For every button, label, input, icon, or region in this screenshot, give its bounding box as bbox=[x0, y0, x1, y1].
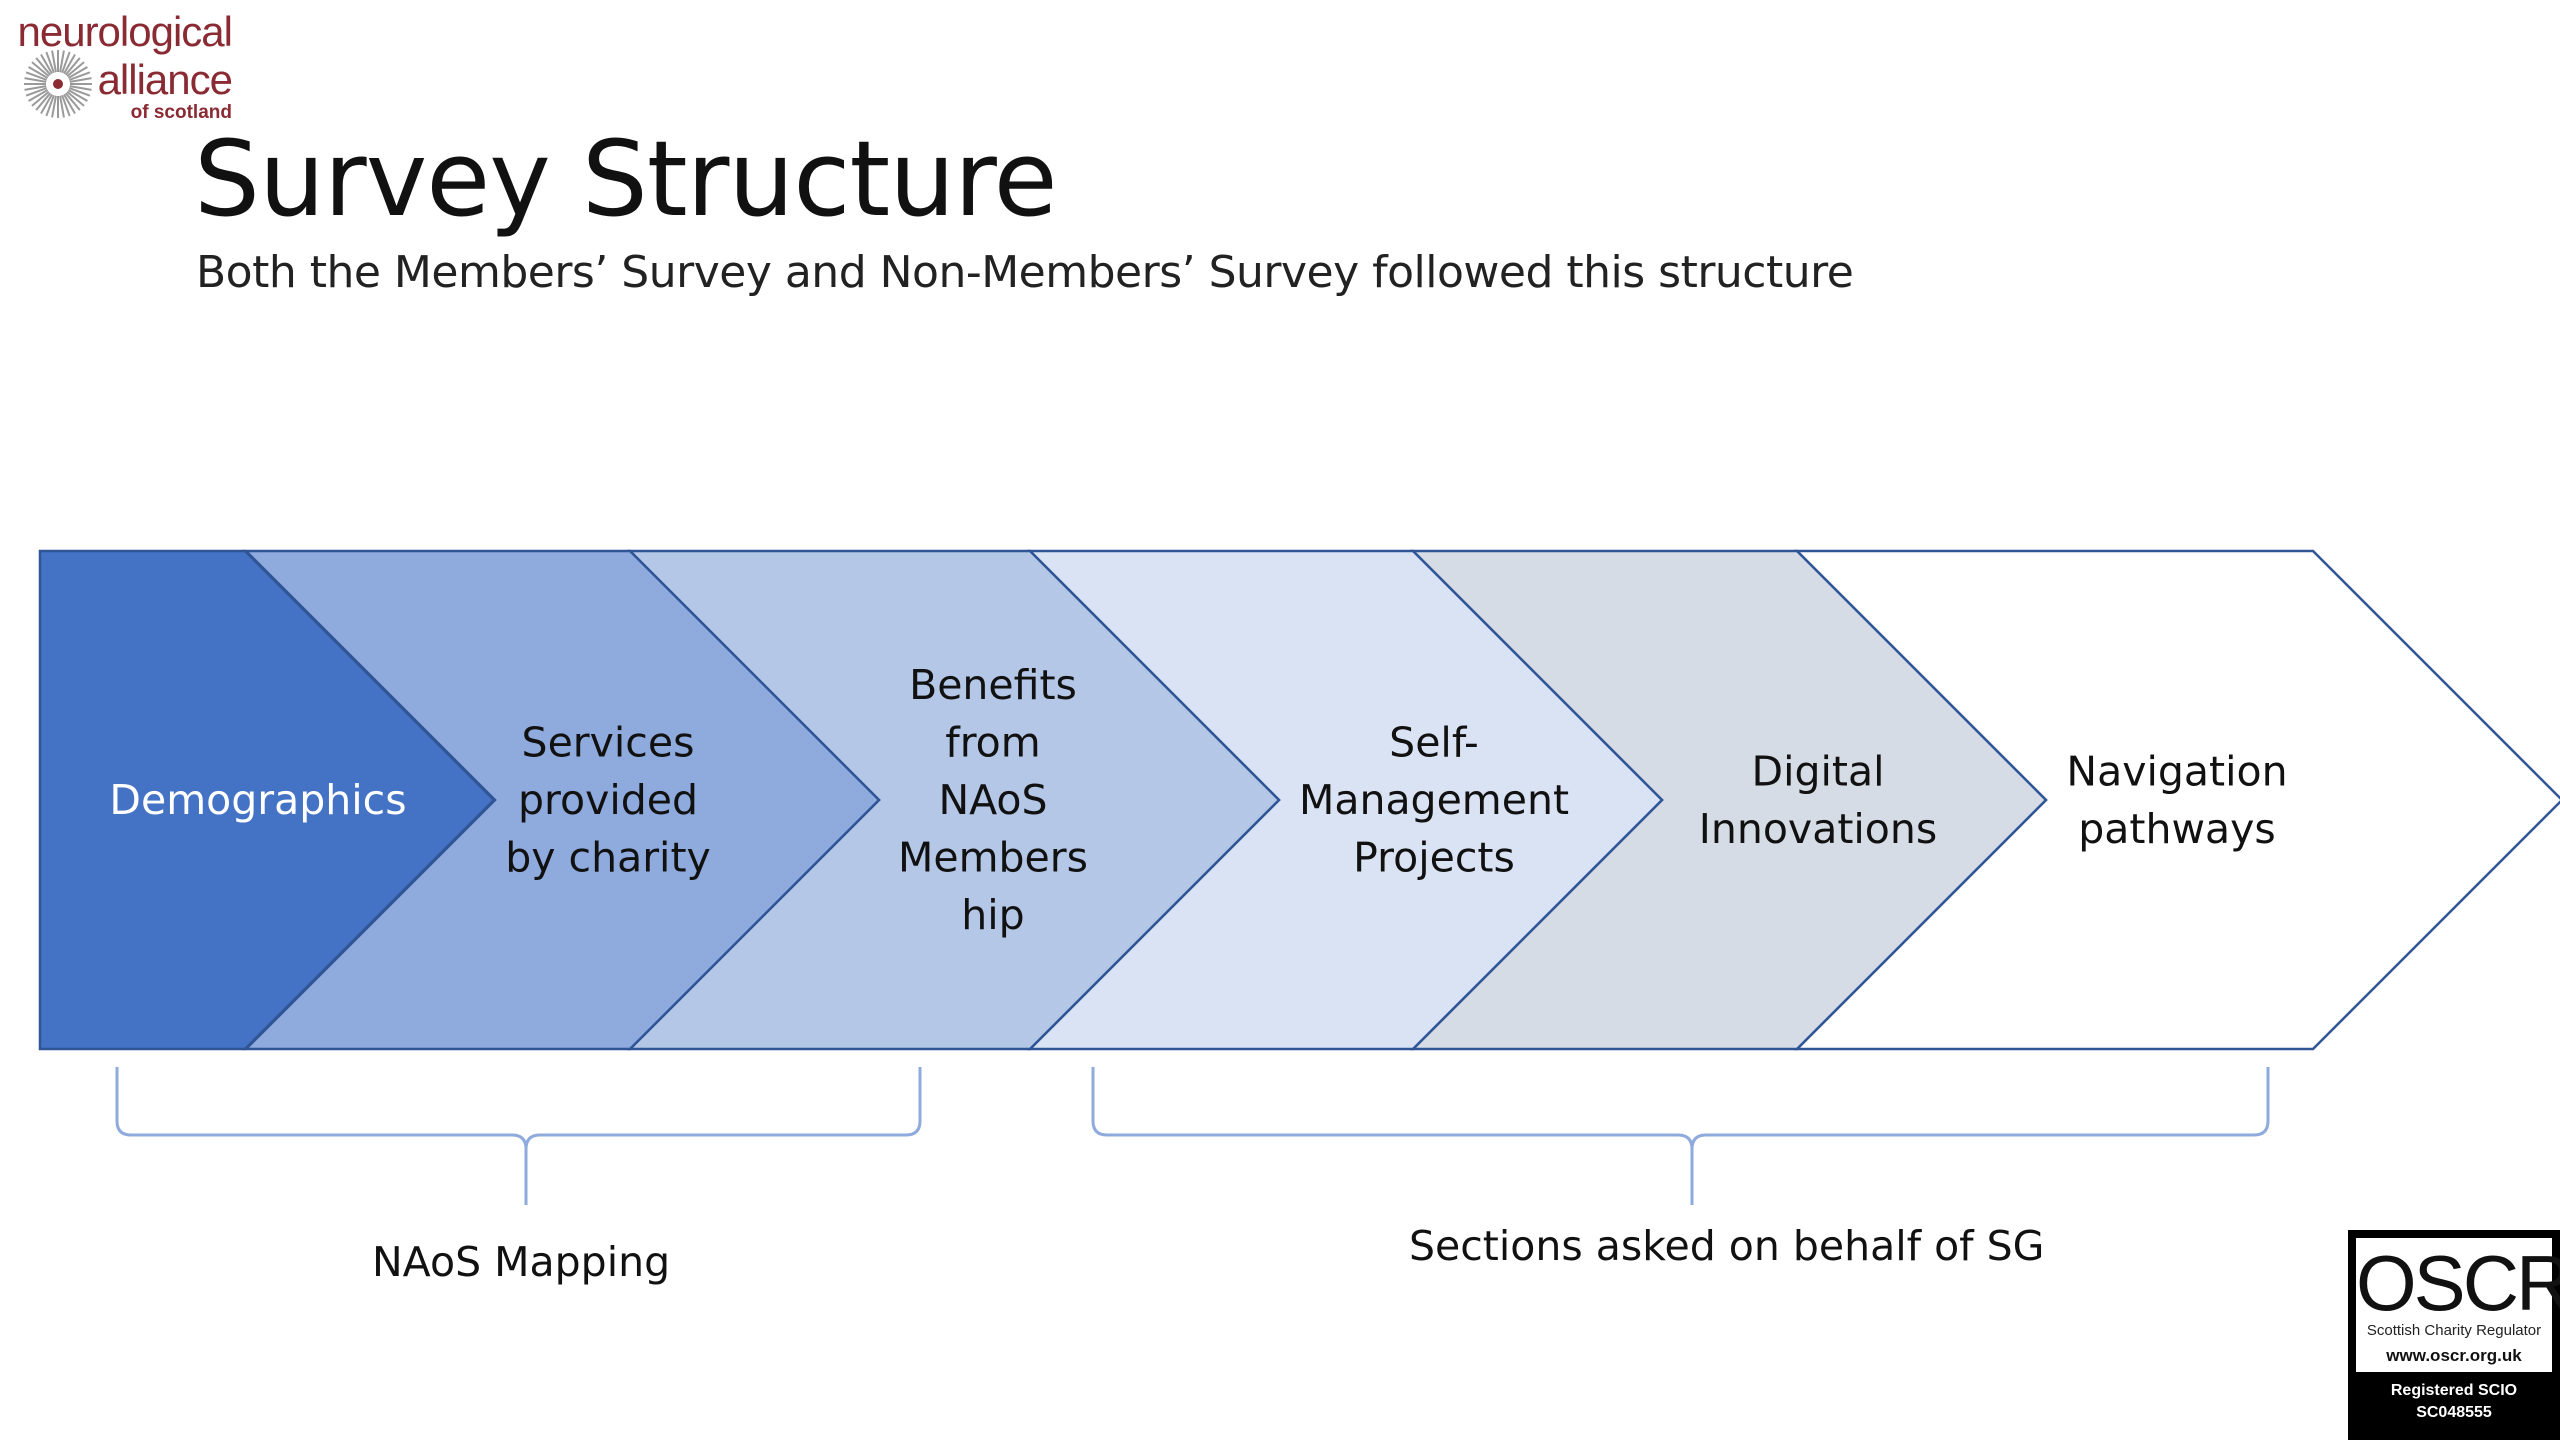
oscr-name: OSCR bbox=[2356, 1239, 2560, 1327]
chevron-label-2: Services provided by charity bbox=[505, 719, 711, 882]
chevron-label-line: Management bbox=[1299, 776, 1569, 824]
chevron-label-line: hip bbox=[961, 891, 1024, 939]
chevron-stage-1 bbox=[38, 549, 496, 1051]
bracket-label-naos-mapping: NAoS Mapping bbox=[372, 1238, 671, 1286]
page-title: Survey Structure bbox=[194, 118, 1058, 240]
chevron-label-line: Digital bbox=[1752, 747, 1885, 795]
bracket-sg-sections bbox=[1091, 1067, 2270, 1205]
chevron-label-line: Projects bbox=[1353, 834, 1515, 882]
logo: neurological alliance of scotland bbox=[18, 8, 234, 128]
bracket-label-sg-sections: Sections asked on behalf of SG bbox=[1409, 1222, 2045, 1270]
bracket-naos-mapping bbox=[115, 1067, 922, 1205]
chevron-label-6: Navigation pathways bbox=[2066, 747, 2287, 853]
chevron-label-line: provided bbox=[518, 776, 698, 824]
logo-sunburst-icon bbox=[24, 50, 92, 118]
oscr-badge: OSCR Scottish Charity Regulator www.oscr… bbox=[2348, 1230, 2560, 1440]
chevron-label-line: Services bbox=[522, 719, 695, 767]
chevron-label-1: Demographics bbox=[109, 776, 406, 824]
chevron-label-line: from bbox=[945, 719, 1040, 767]
oscr-number: SC048555 bbox=[2416, 1404, 2492, 1421]
logo-text-of-scotland: of scotland bbox=[130, 102, 232, 123]
chevron-label-line: pathways bbox=[2078, 805, 2276, 853]
chevron-label-line: NAoS bbox=[938, 776, 1047, 824]
page-subtitle: Both the Members’ Survey and Non-Members… bbox=[196, 247, 1854, 298]
oscr-badge-panel: OSCR Scottish Charity Regulator www.oscr… bbox=[2356, 1238, 2560, 1372]
logo-text-neurological: neurological bbox=[17, 8, 233, 55]
oscr-tagline: Scottish Charity Regulator bbox=[2366, 1322, 2542, 1339]
chevron-label-line: Navigation bbox=[2066, 747, 2287, 795]
oscr-registered: Registered SCIO bbox=[2390, 1382, 2518, 1399]
logo-text-alliance: alliance bbox=[97, 56, 233, 103]
chevron-label-line: by charity bbox=[505, 834, 711, 882]
chevron-label-line: Self- bbox=[1389, 719, 1479, 767]
oscr-registration: Registered SCIO SC048555 bbox=[2348, 1380, 2560, 1424]
chevron-label-line: Members bbox=[898, 834, 1088, 882]
chevron-label-line: Benefits bbox=[909, 661, 1077, 709]
oscr-url: www.oscr.org.uk bbox=[2386, 1346, 2522, 1365]
chevron-label-line: Demographics bbox=[109, 776, 406, 824]
chevron-label-line: Innovations bbox=[1699, 805, 1937, 853]
